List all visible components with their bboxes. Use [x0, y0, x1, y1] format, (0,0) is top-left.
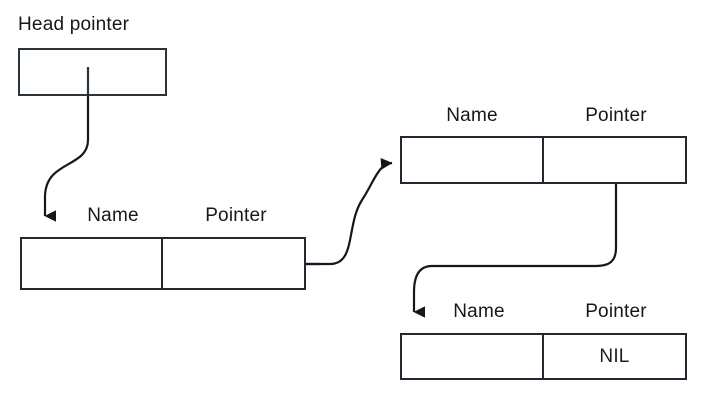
node-2: [400, 136, 687, 184]
node-3-pointer-cell: NIL: [599, 345, 630, 367]
node-2-name-column-label: Name: [446, 105, 498, 126]
head-pointer-label: Head pointer: [18, 14, 130, 35]
node-3-name-column-label: Name: [453, 301, 505, 322]
node-3-pointer-column-label: Pointer: [585, 301, 647, 322]
node-1-name-cell: [22, 239, 163, 288]
node-1-pointer-cell: [163, 239, 304, 288]
node-1-name-column-label: Name: [87, 205, 139, 226]
connector-head-to-node1: [43, 96, 90, 222]
head-pointer-box: [18, 48, 167, 96]
node-1: [20, 237, 306, 290]
connector-node1-to-node2: [300, 158, 393, 266]
node-3: NIL: [400, 333, 687, 380]
node-3-name-cell: [402, 335, 544, 378]
node-2-pointer-cell: [544, 138, 685, 182]
node-2-name-cell: [402, 138, 544, 182]
node-2-pointer-column-label: Pointer: [585, 105, 647, 126]
connector-node2-to-node3: [412, 184, 618, 318]
node-1-pointer-column-label: Pointer: [205, 205, 267, 226]
